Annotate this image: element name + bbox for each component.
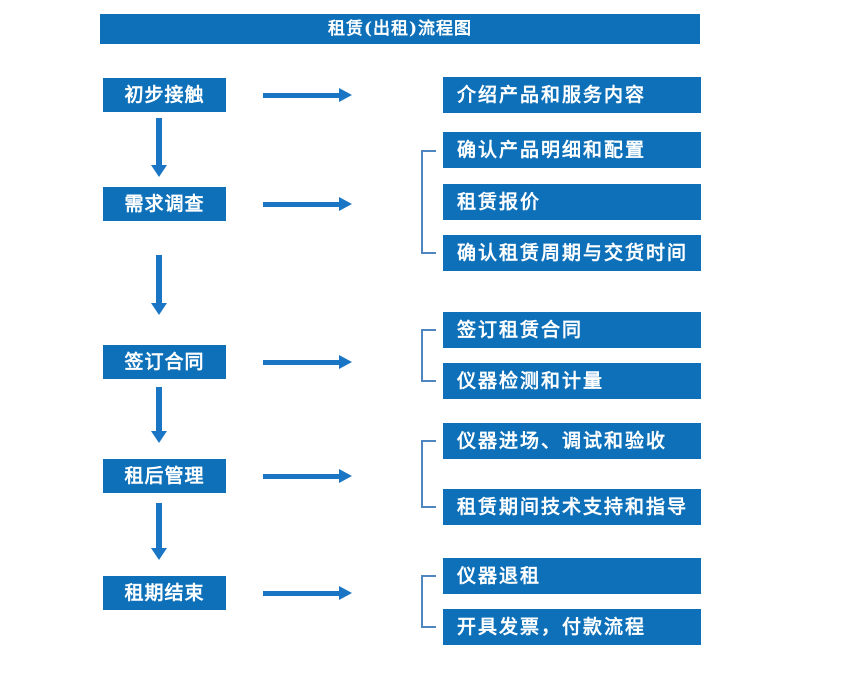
detail-box: 确认租赁周期与交货时间 xyxy=(443,235,701,271)
arrow-right-icon xyxy=(263,88,353,102)
detail-box: 仪器进场、调试和验收 xyxy=(443,423,701,459)
bracket-connector xyxy=(421,329,436,382)
detail-box: 签订租赁合同 xyxy=(443,312,701,348)
detail-box: 仪器检测和计量 xyxy=(443,363,701,399)
detail-box: 租赁报价 xyxy=(443,184,701,220)
arrow-down-icon xyxy=(151,503,167,560)
step-lease-end: 租期结束 xyxy=(103,576,226,610)
detail-box: 租赁期间技术支持和指导 xyxy=(443,489,701,525)
arrow-right-icon xyxy=(263,197,353,211)
bracket-connector xyxy=(421,575,436,628)
bracket-connector xyxy=(421,440,436,508)
detail-box: 介绍产品和服务内容 xyxy=(443,77,701,113)
detail-box: 确认产品明细和配置 xyxy=(443,132,701,168)
detail-box: 仪器退租 xyxy=(443,558,701,594)
step-sign-contract: 签订合同 xyxy=(103,345,226,379)
arrow-down-icon xyxy=(151,118,167,177)
bracket-connector xyxy=(421,150,436,254)
step-demand-survey: 需求调查 xyxy=(103,187,226,221)
detail-box: 开具发票，付款流程 xyxy=(443,609,701,645)
step-initial-contact: 初步接触 xyxy=(103,78,226,112)
arrow-right-icon xyxy=(263,355,353,369)
arrow-right-icon xyxy=(263,586,353,600)
step-post-rental-management: 租后管理 xyxy=(103,459,226,493)
chart-title: 租赁(出租)流程图 xyxy=(100,14,700,44)
arrow-down-icon xyxy=(151,255,167,315)
arrow-down-icon xyxy=(151,387,167,443)
arrow-right-icon xyxy=(263,469,353,483)
